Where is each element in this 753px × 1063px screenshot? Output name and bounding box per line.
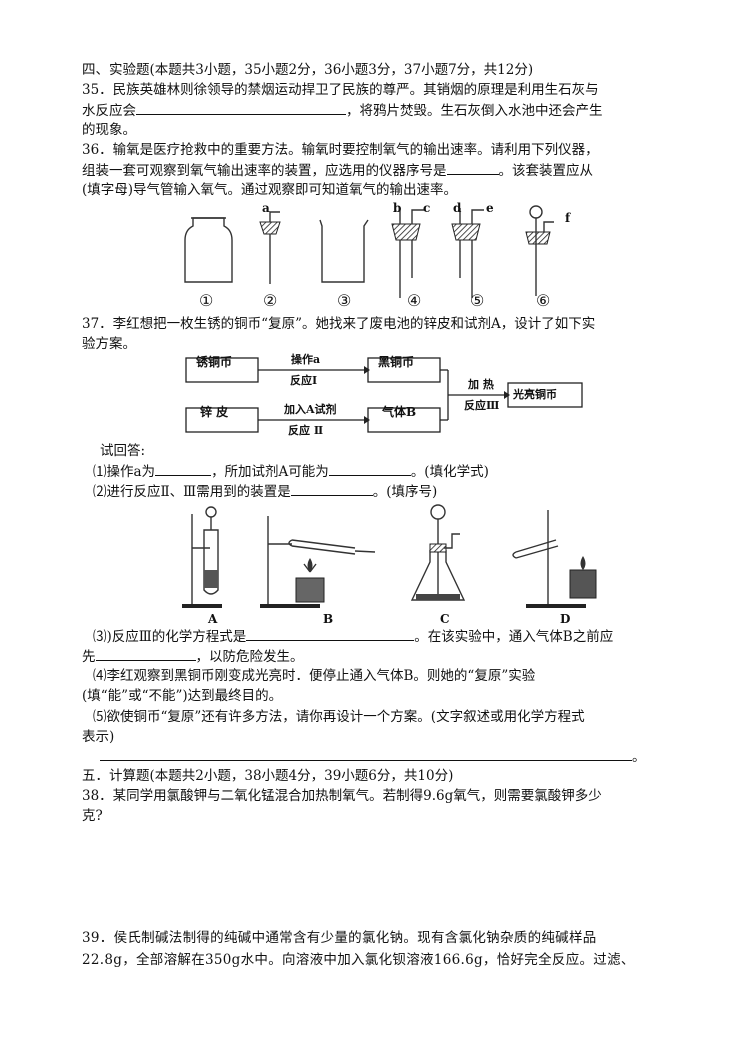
horizontal-tube-burner-icon — [260, 516, 376, 608]
q38-line2: 克? — [82, 808, 103, 824]
number-1: ① — [199, 291, 214, 310]
section4-header: 四、实验题(本题共3小题，35小题2分，36小题3分，37小题7分，共12分) — [82, 62, 534, 78]
p2-blank-1[interactable] — [290, 481, 373, 496]
reagent-bottle-icon — [184, 217, 233, 283]
label-f: f — [565, 211, 571, 225]
q35-line3: 的现象。 — [82, 120, 136, 140]
apparatus-figure-1 — [184, 205, 554, 298]
p3-text-a: ⑶)反应Ⅲ的化学方程式是 — [93, 629, 247, 645]
q37-p3-line2: 先 ，以防危险发生。 — [82, 646, 304, 667]
q36-line3: (填字母)导气管输入氧气。通过观察即可知道氧气的输出速率。 — [82, 182, 458, 198]
apparatus-label-d: D — [560, 612, 571, 626]
label-b: b — [393, 201, 402, 215]
p3-text-c2: ，以防危险发生。 — [195, 649, 304, 665]
stand-slanted-tube-icon — [512, 510, 597, 608]
flow-reaction-3: 反应Ⅲ — [464, 399, 500, 412]
q37-p1: ⑴操作a为 ，所加试剂A可能为 。(填化学式) — [93, 461, 489, 482]
label-c: c — [423, 201, 431, 215]
q35-line1: 35．民族英雄林则徐领导的禁烟运动捍卫了民族的尊严。其销烟的原理是利用生石灰与 — [82, 82, 599, 98]
number-5: ⑤ — [470, 291, 485, 310]
q35-text-a: 水反应会 — [82, 103, 136, 119]
double-tube-stopper-icon-2 — [451, 208, 484, 298]
number-4: ④ — [407, 291, 422, 310]
flow-heat: 加 热 — [468, 378, 494, 391]
p5-end: 。 — [632, 749, 646, 765]
q35-line2: 水反应会 ，将鸦片焚毁。生石灰倒入水池中还会产生 — [82, 100, 603, 121]
q36-text-b: 。该套装置应从 — [498, 163, 594, 179]
flow-rusty-coin: 锈铜币 — [196, 355, 233, 369]
p1-text-b: ，所加试剂A可能为 — [211, 464, 329, 480]
stopper-tube-icon — [259, 211, 281, 284]
flow-gas-b: 气体B — [382, 405, 417, 419]
flow-reaction-2: 反应 Ⅱ — [288, 424, 324, 437]
q37-p4: ⑷李红观察到黑铜币刚变成光亮时．便停止通入气体B。则她的“复原”实验 — [93, 668, 536, 684]
q35-blank-1[interactable] — [136, 100, 346, 115]
p1-text-a: ⑴操作a为 — [93, 464, 156, 480]
q35-text-c: 的现象。 — [82, 122, 136, 138]
q37-p5-line2: 表示) — [82, 729, 115, 745]
q36-text-a: 组装一套可观察到氧气输出速率的装置，应选用的仪器序号是 — [82, 163, 447, 179]
flow-diagram — [185, 357, 583, 433]
p2-text-b: 。(填序号) — [372, 484, 438, 500]
p5-blank[interactable] — [100, 746, 632, 761]
apparatus-figure-2 — [182, 504, 597, 608]
q35-text-b: ，将鸦片焚毁。生石灰倒入水池中还会产生 — [346, 103, 603, 119]
p1-blank-1[interactable] — [155, 461, 212, 476]
apparatus-label-a: A — [208, 612, 218, 626]
flow-add-reagent: 加入A试剂 — [284, 403, 337, 416]
q39-line2: 22.8g，全部溶解在350g水中。向溶液中加入氯化钡溶液166.6g，恰好完全… — [82, 952, 635, 968]
p3-text-c1: 先 — [82, 649, 96, 665]
q37-line2: 验方案。 — [82, 336, 136, 352]
number-3: ③ — [337, 291, 352, 310]
flow-op-a: 操作a — [291, 353, 321, 366]
flow-black-coin: 黑铜币 — [378, 355, 415, 369]
p2-text-a: ⑵进行反应Ⅱ、Ⅲ需用到的装置是 — [93, 484, 291, 500]
apparatus-label-c: C — [440, 612, 450, 626]
q37-line1: 37．李红想把一枚生锈的铜币“复原”。她找来了废电池的锌皮和试剂A，设计了如下实 — [82, 316, 596, 332]
p3-blank-1[interactable] — [246, 626, 415, 641]
beaker-icon — [319, 219, 369, 283]
p3-blank-2[interactable] — [95, 646, 196, 661]
flow-reaction-1: 反应Ⅰ — [290, 374, 318, 387]
label-e: e — [486, 201, 494, 215]
q36-line2: 组装一套可观察到氧气输出速率的装置，应选用的仪器序号是 。该套装置应从 — [82, 160, 593, 181]
answer-prompt: 试回答: — [100, 443, 146, 459]
apparatus-label-b: B — [323, 612, 334, 626]
section5-header: 五．计算题(本题共2小题，38小题4分，39小题6分，共10分) — [82, 768, 454, 784]
flow-shiny-coin: 光亮铜币 — [513, 388, 557, 401]
flow-zinc-skin: 锌 皮 — [200, 405, 229, 419]
p3-text-b: 。在该实验中，通入气体B之前应 — [414, 629, 614, 645]
label-d: d — [453, 201, 462, 215]
q38-line1: 38．某同学用氯酸钾与二氧化锰混合加热制氧气。若制得9.6g氧气，则需要氯酸钾多… — [82, 788, 602, 804]
q39-line1: 39．侯氏制碱法制得的纯碱中通常含有少量的氯化钠。现有含氯化钠杂质的纯碱样品 — [82, 930, 597, 946]
p1-text-c: 。(填化学式) — [410, 464, 489, 480]
q37-p3: ⑶)反应Ⅲ的化学方程式是 。在该实验中，通入气体B之前应 — [93, 626, 613, 647]
stand-tube-apparatus-icon — [182, 506, 222, 608]
conical-flask-funnel-icon — [410, 504, 466, 601]
double-tube-stopper-icon — [391, 208, 424, 298]
q37-p4-line2: (填“能”或“不能”)达到最终目的。 — [82, 688, 283, 704]
number-2: ② — [263, 291, 278, 310]
q37-p2: ⑵进行反应Ⅱ、Ⅲ需用到的装置是 。(填序号) — [93, 481, 437, 502]
q36-blank-1[interactable] — [446, 160, 499, 175]
number-6: ⑥ — [536, 291, 551, 310]
funnel-stopper-icon — [525, 205, 554, 296]
q36-line1: 36．输氧是医疗抢救中的重要方法。输氧时要控制氧气的输出速率。请利用下列仪器， — [82, 142, 599, 158]
label-a: a — [262, 201, 270, 215]
q37-p5-answer: 。 — [100, 746, 646, 767]
p1-blank-2[interactable] — [328, 461, 411, 476]
q37-p5: ⑸欲使铜币“复原”还有许多方法，请你再设计一个方案。(文字叙述或用化学方程式 — [93, 709, 585, 725]
